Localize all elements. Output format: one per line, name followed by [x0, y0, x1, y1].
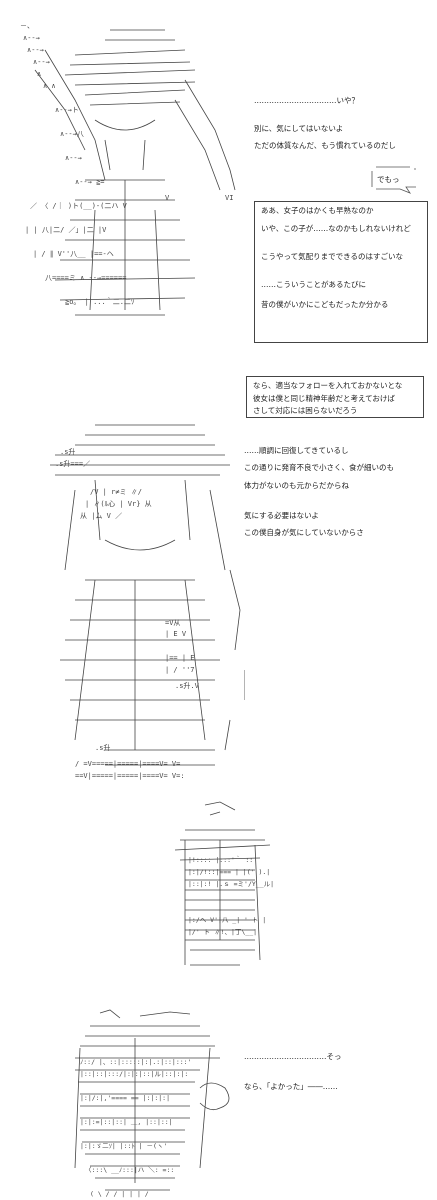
dialogue-boku-jishin: この僕自身が気にしていないからさ: [244, 528, 364, 537]
narration-1-line-3: こうやって気配りまでできるのはすごいな: [261, 252, 403, 261]
dialogue-kaifuku: ……順調に回復してきているし: [244, 446, 349, 455]
svg-text:|== | E: |== | E: [165, 654, 195, 662]
svg-text:/ =V=====|=====|====V= V=: / =V=====|=====|====V= V=: [75, 760, 180, 768]
svg-text:|!:::: |:::'｀ ::: |!:::: |:::'｀ ::: [188, 855, 253, 864]
svg-text:VI: VI: [225, 194, 233, 202]
narration-1-line-4: ……こういうことがあるたびに: [261, 280, 366, 289]
dialogue-sotsu: ……………………………そっ: [244, 1052, 342, 1061]
svg-text:|:|/!::|=== | |(' ).|: |:|/!::|=== | |(' ).|: [188, 868, 270, 876]
svg-text:| / ''7: | / ''7: [165, 666, 195, 674]
svg-text:=V从: =V从: [165, 619, 180, 627]
svg-text:| | 八|二/ ／」|二 |V: | | 八|二/ ／」|二 |V: [25, 226, 107, 234]
dialogue-tairyoku: 体力がないのも元からだからね: [244, 481, 349, 490]
narration-2-line-2: 彼女は僕と同じ精神年齢だと考えておけば: [253, 394, 395, 403]
dialogue-hatsuiku: この通りに発育不良で小さく、食が細いのも: [244, 463, 394, 472]
svg-text:∧ ∧: ∧ ∧: [43, 82, 56, 90]
svg-text:| ∥(ﾙ心 | Vr} 从: | ∥(ﾙ心 | Vr} 从: [85, 500, 152, 508]
svg-text:∧: ∧: [37, 70, 41, 78]
svg-text:V: V: [165, 194, 170, 202]
svg-text:==V|=====|=====|====V= V=:: ==V|=====|=====|====V= V=:: [75, 772, 185, 780]
svg-text:∧--→ ≧=: ∧--→ ≧=: [75, 178, 105, 186]
svg-text:∧--→八: ∧--→八: [60, 130, 84, 138]
dialogue-hitsuyou-nai: 気にする必要はないよ: [244, 511, 319, 520]
dialogue-taishitsu: ただの体質なんだ、もう慣れているのだし: [254, 141, 396, 150]
svg-text:ﾉ::/ |、::|:::::|:|.:|::|:::': ﾉ::/ |、::|:::::|:|.:|::|:::': [80, 1058, 192, 1066]
svg-text:|/' ト ∥!、|丁\__|: |/' ト ∥!、|丁\__|: [188, 928, 257, 936]
svg-text:.s升.V: .s升.V: [175, 681, 200, 690]
bubble-text: でもっ: [377, 175, 400, 184]
svg-text:∧--→ト: ∧--→ト: [55, 106, 79, 114]
dialogue-kini-shite-inai: 別に、気にしてはいないよ: [254, 124, 344, 133]
svg-text:.s升: .s升: [95, 743, 110, 752]
svg-text:|:|:ゞ二ｿ| |::ﾄ | －(ヽ': |:|:ゞ二ｿ| |::ﾄ | －(ヽ': [80, 1142, 167, 1150]
svg-text:〈:::\ __ﾉ:::|ハ ＼: =::: 〈:::\ __ﾉ:::|ハ ＼: =::: [85, 1166, 174, 1174]
speech-bubble: [370, 165, 420, 195]
svg-text:从 |ム V ／: 从 |ム V ／: [80, 512, 122, 520]
narration-1-line-1: ああ、女子のはかくも早熟なのか: [261, 206, 374, 215]
narration-box-2: なら、適当なフォローを入れておかないとな 彼女は僕と同じ精神年齢だと考えておけば…: [246, 376, 424, 418]
ascii-art-figure-4: ﾉ::/ |、::|:::::|:|.:|::|:::' |::|::|:::/…: [60, 1008, 240, 1198]
ascii-art-figure-2: .s升 .s升===／ /V | r≠ミ ∥/ | ∥(ﾙ心 | Vr} 从 从…: [15, 420, 245, 780]
ascii-art-figure-1: －、 ∧--→ ∧--→ ∧--→ ∧ ∧ ∧ ∧--→ト ∧--→八 ∧--→…: [15, 10, 240, 330]
svg-text:/V | r≠ミ ∥/: /V | r≠ミ ∥/: [90, 488, 142, 496]
svg-text:|:/ヘ V'|八 _| ' ト |: |:/ヘ V'|八 _| ' ト |: [188, 916, 266, 924]
narration-2-line-1: なら、適当なフォローを入れておかないとな: [253, 381, 403, 390]
svg-text:| / ∥ V''八__ |==-ヘ: | / ∥ V''八__ |==-ヘ: [33, 250, 114, 258]
svg-text:|:|/:|,'==== == |:|:|:|: |:|/:|,'==== == |:|:|:|: [80, 1094, 170, 1102]
svg-text:|::|::|:::/|:|:|::|ル|::|:|:: |::|::|:::/|:|:|::|ル|::|:|:: [80, 1070, 188, 1078]
svg-text:／ 〈 /｜ )ト(__)-(二ハ V: ／ 〈 /｜ )ト(__)-(二ハ V: [30, 202, 128, 210]
svg-text:∧--→: ∧--→: [33, 58, 50, 66]
svg-text:.s升===／: .s升===／: [55, 459, 90, 468]
dialogue-yokatta: なら、「よかった」――……: [244, 1082, 338, 1091]
svg-text:∧--→: ∧--→: [65, 154, 82, 162]
svg-text:八====ミ ∧ --→======: 八====ミ ∧ --→======: [45, 274, 126, 282]
svg-text:|::|:! |.ｓ =ミ'/Y__ル|: |::|:! |.ｓ =ミ'/Y__ル|: [188, 880, 274, 888]
svg-text:≧o。 | ...｀二.二ｿ: ≧o。 | ...｀二.二ｿ: [65, 297, 135, 306]
svg-text:.s升: .s升: [60, 447, 75, 456]
svg-text:－、: －、: [20, 22, 34, 30]
svg-text:∧--→: ∧--→: [27, 46, 44, 54]
narration-2-line-3: さして対応には困らないだろう: [253, 406, 358, 415]
svg-text:( \ / / | | | /: ( \ / / | | | /: [90, 1190, 149, 1198]
narration-1-line-2: いや、この子が……なのかもしれないけれど: [261, 224, 411, 233]
narration-1-line-5: 昔の僕がいかにこどもだったか分かる: [261, 300, 389, 309]
ascii-art-figure-3: |!:::: |:::'｀ :: |:|/!::|=== | |(' ).| |…: [160, 800, 280, 975]
dialogue-iya: ……………………………いや？: [254, 96, 359, 105]
narration-box-1: ああ、女子のはかくも早熟なのか いや、この子が……なのかもしれないけれど こうや…: [254, 201, 428, 343]
svg-text:| E V: | E V: [165, 630, 187, 638]
svg-text:|:|:=|::|::| ＿, |::|::|: |:|:=|::|::| ＿, |::|::|: [80, 1118, 173, 1126]
svg-text:∧--→: ∧--→: [23, 34, 40, 42]
